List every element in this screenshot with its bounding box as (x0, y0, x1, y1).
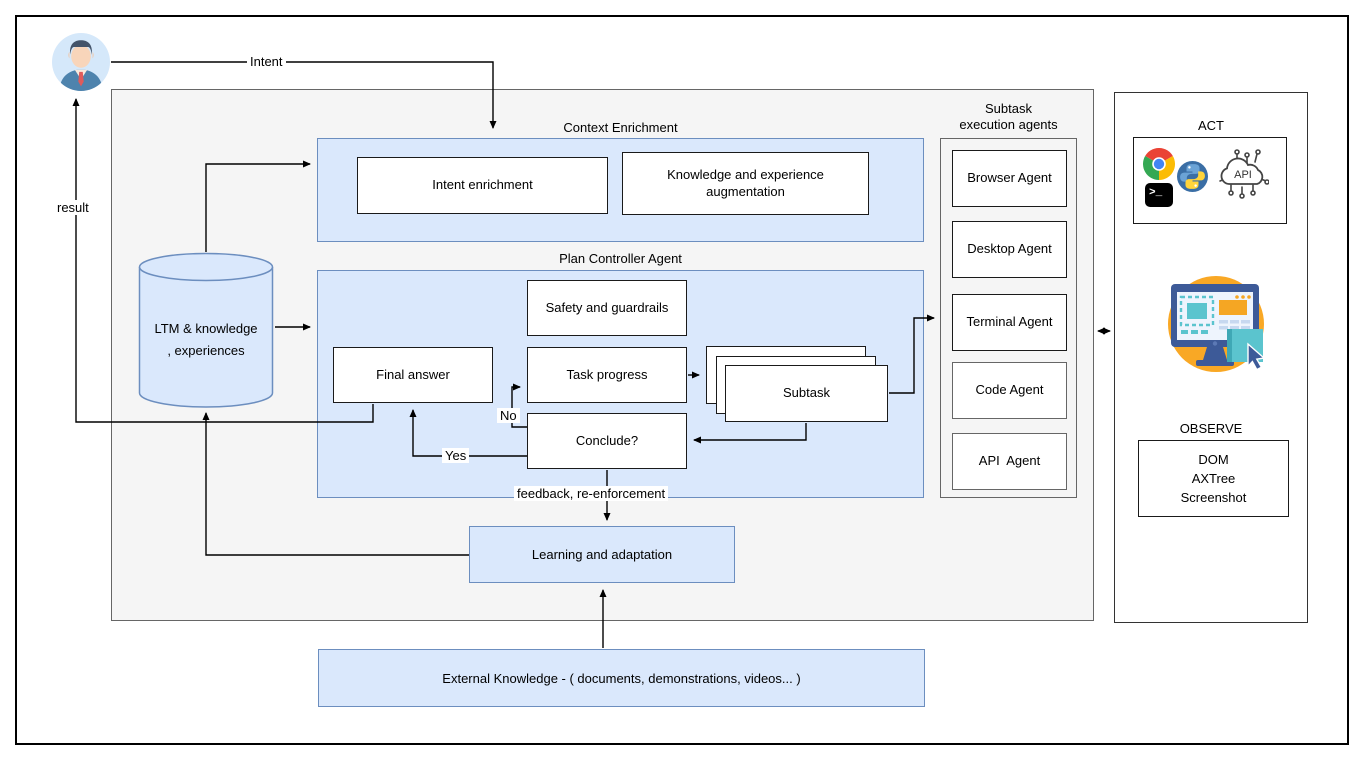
agent-box-browser: Browser Agent (952, 150, 1067, 207)
user-avatar (52, 33, 110, 91)
terminal-icon: >_ (1145, 183, 1173, 207)
computer-cursor-icon (1168, 276, 1266, 372)
api-icon: API (1219, 149, 1269, 199)
intent-label: Intent (247, 54, 286, 69)
chrome-icon (1143, 148, 1175, 180)
task-progress-box: Task progress (527, 347, 687, 403)
observe-item-dom: DOM (1198, 452, 1229, 467)
act-title: ACT (1198, 118, 1224, 133)
python-icon (1177, 161, 1208, 192)
safety-guardrails-box: Safety and guardrails (527, 280, 687, 336)
intent-enrichment-box: Intent enrichment (357, 157, 608, 214)
agent-box-code: Code Agent (952, 362, 1067, 419)
agent-box-desktop: Desktop Agent (952, 221, 1067, 278)
ltm-label: LTM & knowledge , experiences (138, 318, 274, 362)
feedback-label: feedback, re-enforcement (514, 486, 669, 501)
no-label: No (497, 408, 520, 423)
subtask-agents-title-line2: execution agents (959, 117, 1058, 132)
agent-box-api: API Agent (952, 433, 1067, 490)
conclude-box: Conclude? (527, 413, 687, 469)
ltm-label-line2: , experiences (167, 343, 245, 358)
observe-item-screenshot: Screenshot (1180, 490, 1247, 505)
external-knowledge-box: External Knowledge - ( documents, demons… (318, 649, 925, 707)
subtask-agents-title-line1: Subtask (985, 101, 1032, 116)
yes-label: Yes (442, 448, 470, 463)
observe-title: OBSERVE (1179, 421, 1243, 436)
observe-item-axtree: AXTree (1191, 471, 1236, 486)
subtask-box: Subtask (725, 365, 888, 422)
plan-controller-title: Plan Controller Agent (559, 251, 682, 266)
learning-adaptation-box: Learning and adaptation (469, 526, 735, 583)
knowledge-augmentation-box: Knowledge and experience augmentation (622, 152, 869, 215)
context-enrichment-title: Context Enrichment (563, 120, 678, 135)
subtask-agents-title: Subtask execution agents (925, 101, 1092, 133)
agent-box-terminal: Terminal Agent (952, 294, 1067, 351)
observe-box: DOM AXTree Screenshot (1138, 440, 1289, 517)
ltm-label-line1: LTM & knowledge (154, 321, 258, 336)
api-icon-text: API (1234, 169, 1252, 181)
final-answer-box: Final answer (333, 347, 493, 403)
result-label: result (54, 200, 92, 215)
terminal-prompt-glyph: >_ (1149, 187, 1163, 199)
